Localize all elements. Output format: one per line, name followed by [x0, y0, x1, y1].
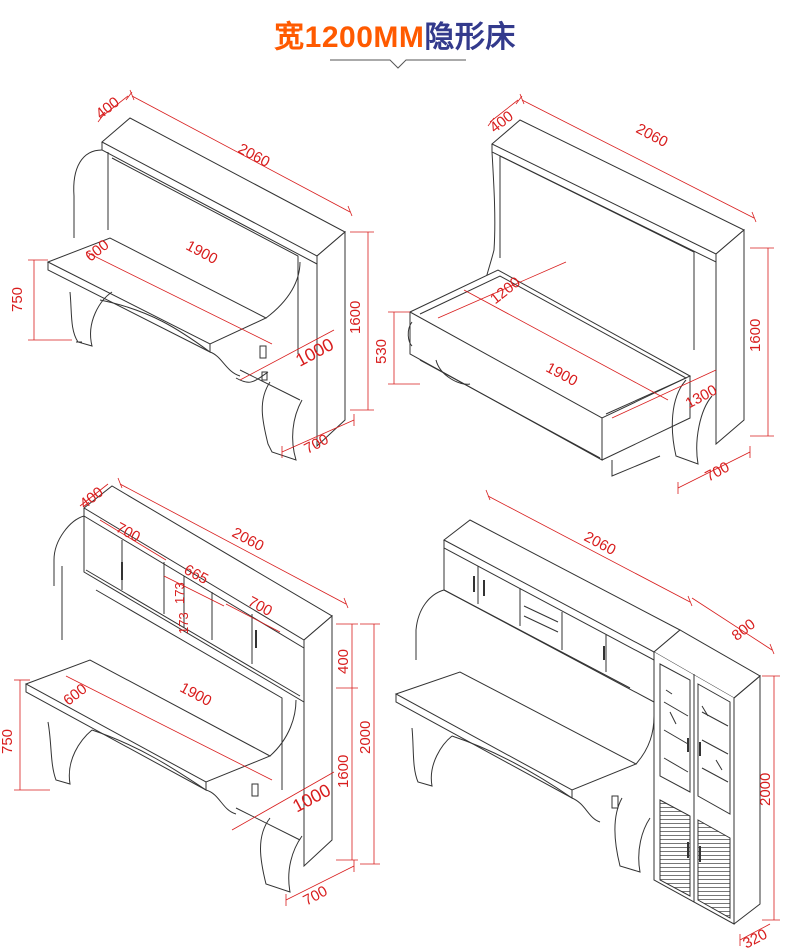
title-size: 宽1200MM	[274, 21, 425, 54]
v3-top-cab-height: 400	[335, 649, 352, 674]
view-bed-open	[407, 119, 745, 477]
title-product: 隐形床	[424, 21, 516, 54]
v1-depth: 400	[93, 94, 123, 123]
header: 宽1200MM隐形床	[0, 0, 790, 78]
view-bed-open-dims	[388, 93, 774, 494]
v1-height: 1600	[347, 301, 364, 334]
v3-total-height: 2000	[357, 721, 374, 754]
v2-bed-depth: 1300	[683, 382, 720, 413]
v1-desk-width: 1900	[183, 237, 220, 268]
view-cabinet-bed-dims	[14, 477, 380, 906]
view-desk-bed	[46, 117, 346, 461]
v2-width: 2060	[633, 120, 670, 151]
v3-base: 700	[300, 883, 330, 910]
page-title: 宽1200MM隐形床	[0, 12, 790, 56]
view-bookcase-bed-dims	[485, 489, 780, 946]
view-desk-bed-dims	[28, 89, 374, 458]
v4-side-height: 2000	[757, 773, 774, 806]
v4-side-depth: 320	[740, 926, 770, 952]
v4-side-width: 800	[729, 616, 759, 645]
v1-desk-height: 750	[9, 287, 26, 312]
v3-desk-width: 1900	[177, 679, 214, 710]
v3-shelf-h1: 173	[172, 582, 187, 604]
v3-desk-height: 750	[0, 729, 16, 754]
title-divider	[330, 59, 466, 69]
v2-bed-height: 530	[373, 339, 390, 364]
v3-width: 2060	[229, 524, 266, 555]
view-bookcase-bed	[394, 519, 761, 925]
v3-bed-height: 1600	[335, 755, 352, 788]
v1-width: 2060	[235, 140, 272, 171]
v2-height: 1600	[747, 319, 764, 352]
view-cabinet-bed	[24, 485, 333, 893]
v3-shelf-h2: 173	[176, 612, 191, 634]
